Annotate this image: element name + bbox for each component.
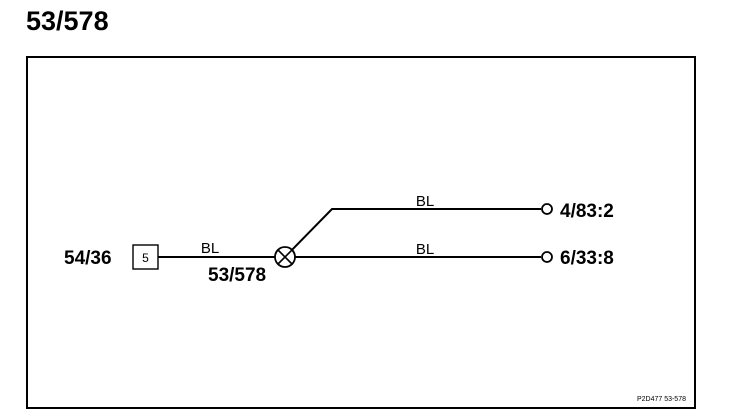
- wire-color-label: BL: [416, 241, 434, 258]
- diagram-frame: [26, 56, 696, 409]
- connector-pin-number: 5: [142, 251, 149, 265]
- terminal-label-lower: 6/33:8: [560, 248, 614, 269]
- page-title: 53/578: [26, 6, 109, 36]
- splice-label: 53/578: [208, 265, 266, 286]
- connector-pin-box: [132, 244, 159, 270]
- splice-icon: [274, 246, 296, 268]
- terminal-ring-icon: [541, 203, 553, 215]
- wire-color-label: BL: [416, 193, 434, 210]
- wire-splice-to-terminal-upper: [284, 208, 541, 258]
- figure-reference: P2D477 53-578: [637, 396, 686, 403]
- wire-color-label: BL: [201, 240, 219, 257]
- terminal-label-upper: 4/83:2: [560, 201, 614, 222]
- terminal-ring-icon: [541, 251, 553, 263]
- connector-label: 54/36: [64, 248, 112, 269]
